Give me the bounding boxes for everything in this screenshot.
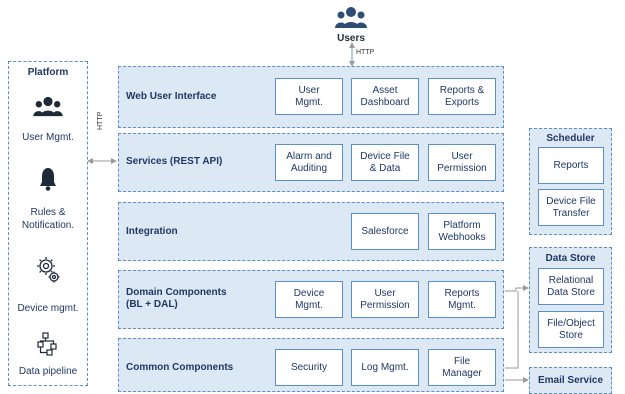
users-icon	[9, 96, 87, 118]
platform-title: Platform	[27, 67, 69, 78]
scheduler-title: Scheduler	[546, 133, 595, 144]
scheduler-panel: Scheduler Reports Device File Transfer	[529, 128, 612, 235]
box-user-permission: User Permission	[428, 144, 496, 181]
users-icon	[335, 6, 367, 37]
box-device-mgmt: Device Mgmt.	[275, 281, 343, 318]
box-security: Security	[275, 349, 343, 386]
box-platform-webhooks: Platform Webhooks	[428, 213, 496, 250]
box-reports-exports: Reports & Exports	[428, 78, 496, 115]
box-file-object-store: File/Object Store	[538, 311, 604, 348]
layer-title: Integration	[126, 226, 178, 237]
domain-to-datastore-arrow	[505, 285, 529, 292]
email-service-title: Email Service	[537, 375, 604, 386]
users-node: Users	[332, 6, 370, 46]
gear-icon	[9, 255, 87, 285]
box-domain-user-permission: User Permission	[351, 281, 419, 318]
users-http-label: HTTP	[356, 49, 375, 56]
data-store-title: Data Store	[545, 253, 596, 264]
data-store-panel: Data Store Relational Data Store File/Ob…	[529, 247, 612, 353]
box-device-file-data: Device File & Data	[351, 144, 419, 181]
bell-icon	[9, 167, 87, 191]
box-alarm-auditing: Alarm and Auditing	[275, 144, 343, 181]
box-device-file-transfer: Device File Transfer	[538, 189, 604, 226]
layer-title: Common Components	[126, 362, 234, 373]
pipeline-icon	[9, 332, 87, 356]
platform-item-user-mgmt: User Mgmt.	[22, 132, 74, 143]
users-label: Users	[337, 33, 365, 44]
platform-item-device-mgmt: Device mgmt.	[17, 303, 79, 314]
box-file-manager: File Manager	[428, 349, 496, 386]
box-reports-mgmt: Reports Mgmt.	[428, 281, 496, 318]
box-relational-data-store: Relational Data Store	[538, 268, 604, 305]
box-asset-dashboard: Asset Dashboard	[351, 78, 419, 115]
platform-item-rules: Rules & Notification.	[21, 207, 75, 231]
layer-domain: Domain Components (BL + DAL) Device Mgmt…	[118, 270, 504, 329]
platform-panel: Platform User Mgmt. Rules & Notification…	[8, 61, 88, 386]
common-to-datastore-arrow	[505, 291, 519, 369]
layer-integration: Integration Salesforce Platform Webhooks	[118, 202, 504, 261]
email-service-panel: Email Service	[529, 367, 612, 394]
box-log-mgmt: Log Mgmt.	[351, 349, 419, 386]
side-http-label: HTTP	[97, 111, 104, 130]
layer-title: Domain Components (BL + DAL)	[126, 287, 227, 310]
layer-web-ui: Web User Interface User Mgmt. Asset Dash…	[118, 66, 504, 128]
box-user-mgmt: User Mgmt.	[275, 78, 343, 115]
box-salesforce: Salesforce	[351, 213, 419, 250]
box-scheduler-reports: Reports	[538, 147, 604, 184]
layer-title: Web User Interface	[126, 91, 217, 102]
layer-title: Services (REST API)	[126, 156, 223, 167]
platform-item-data-pipeline: Data pipeline	[18, 366, 78, 377]
layer-services: Services (REST API) Alarm and Auditing D…	[118, 133, 504, 192]
layer-common: Common Components Security Log Mgmt. Fil…	[118, 338, 504, 392]
